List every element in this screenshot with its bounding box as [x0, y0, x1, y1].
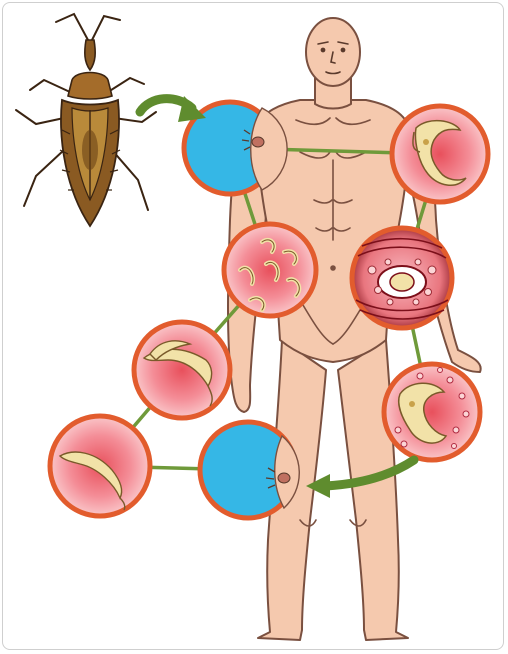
kissing-bug-illustration — [16, 14, 156, 226]
arrow-bug-to-shoulder — [140, 96, 206, 122]
single-parasite-left-lower-circle — [50, 416, 150, 516]
trypomastigote-top-right-circle — [392, 106, 488, 202]
infected-cell-circle — [352, 228, 452, 328]
bite-site-hip-circle — [200, 422, 299, 518]
multiple-forms-circle — [224, 224, 316, 316]
amastigotes-circle — [384, 364, 480, 460]
single-parasite-left-upper-circle — [134, 322, 230, 418]
